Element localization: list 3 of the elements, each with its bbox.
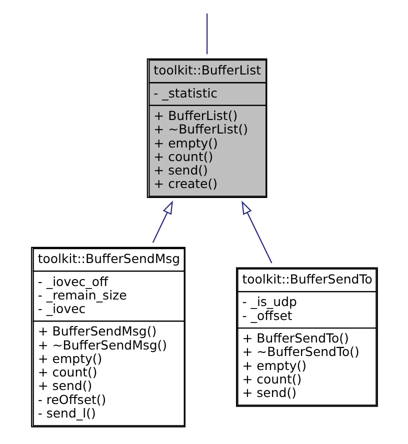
arrow <box>152 200 172 243</box>
arrow <box>241 200 272 264</box>
connector <box>206 14 208 54</box>
